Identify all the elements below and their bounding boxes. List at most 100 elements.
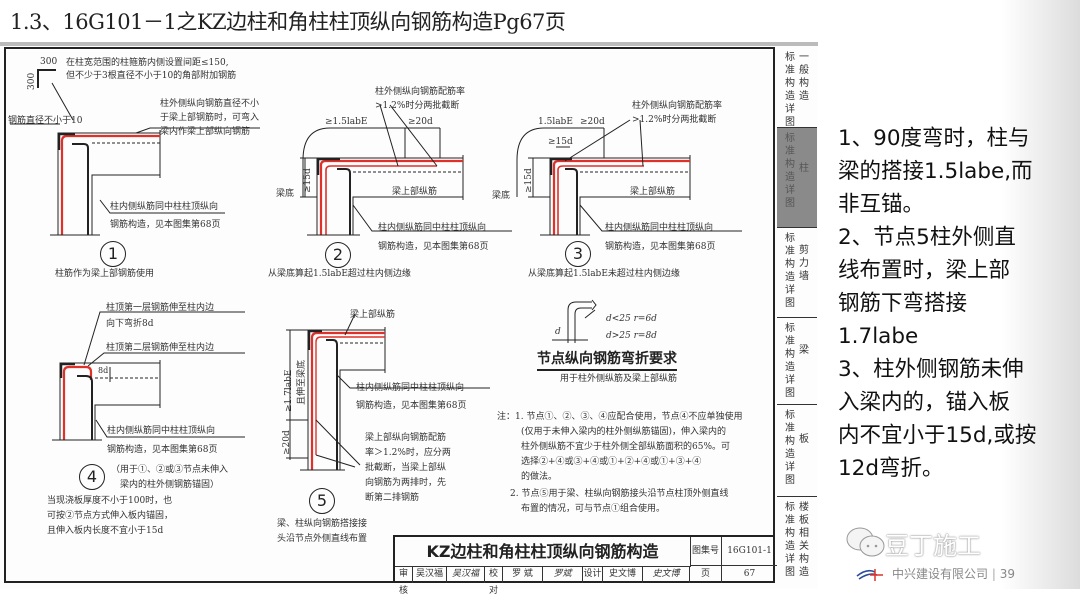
tab-label: 标准构造详图: [785, 133, 795, 209]
designer-signature: 史文博: [643, 566, 690, 583]
note-line: 选择②+④或③+④或①+②+④或①+③+④: [521, 457, 702, 467]
reviewer: 吴汉福: [413, 566, 447, 583]
node5-ratio-4: 向钢筋为两排时，先: [365, 478, 447, 488]
node5-ratio-1: 梁上部纵向钢筋配筋: [365, 433, 447, 443]
node5-beam-top-bar: 梁上部纵筋: [350, 310, 396, 320]
bend-heading: 节点纵向钢筋弯折要求: [537, 348, 677, 371]
node2-number: 2: [325, 242, 351, 268]
tab-section: 一般构造: [799, 52, 809, 102]
node3-dim-c: ≥15d: [548, 137, 573, 147]
note-line: (仅用于未伸入梁内的柱外侧纵筋锚固)，伸入梁内的: [521, 427, 727, 437]
explanation-line: 1.7labe: [838, 324, 919, 349]
side-tab-general: 标准构造详图一般构造: [777, 47, 817, 128]
node4-use-2: 梁内的柱外侧钢筋锚固）: [120, 480, 220, 490]
tab-section: 梁: [799, 345, 809, 356]
design-label: 设计: [583, 566, 603, 583]
node3-inner-1: 柱内侧纵筋同中柱柱顶纵向: [605, 223, 714, 233]
node4-drawing: [52, 311, 245, 441]
tab-label: 标准构造详图: [785, 502, 795, 578]
drawing-title-block: KZ边柱和角柱柱顶纵向钢筋构造 图集号 16G101-1 审核 吴汉福 吴汉福 …: [393, 535, 777, 596]
tab-label: 标准构造详图: [785, 410, 795, 486]
node4-number: 4: [79, 464, 105, 490]
sheet-top-band: [0, 42, 818, 46]
side-tab-shearwall: 标准构造详图剪力墙: [777, 228, 817, 318]
node1-number: 1: [100, 241, 126, 267]
reviewer-signature: 吴汉福: [447, 566, 485, 583]
node5-ratio-5: 断第二排钢筋: [365, 493, 420, 503]
checker-signature: 罗斌: [543, 566, 583, 583]
explanation-text: 1、90度弯时，柱与 梁的搭接1.5labe,而 非互锚。 2、节点5柱外侧直 …: [838, 122, 1036, 485]
bend-d-label: d: [555, 327, 561, 337]
node1-outer-3: 梁内作梁上部纵向钢筋: [160, 127, 251, 137]
company-name: 中兴建设有限公司: [892, 567, 989, 581]
atlas-side-tabs: 标准构造详图一般构造 标准构造详图柱 标准构造详图剪力墙 标准构造详图梁 标准构…: [777, 47, 817, 583]
node4-use-1: （用于①、②或③节点未伸入: [111, 465, 229, 475]
watermark: 豆丁施工: [885, 532, 981, 560]
tab-label: 标准构造详图: [785, 52, 795, 128]
node5-drawing: [286, 313, 490, 471]
slide-title: 1.3、16G101－1之KZ边柱和角柱柱顶纵向钢筋构造Pg67页: [10, 10, 566, 34]
node1-drawing: [10, 69, 260, 236]
node2-beam-top-bar: 梁上部纵筋: [392, 187, 438, 197]
explanation-line: 钢筋下弯搭接: [838, 291, 968, 316]
slide-background-right: [818, 0, 1080, 589]
explanation-line: 入梁内的，锚入板: [838, 390, 1011, 415]
side-tab-beam: 标准构造详图梁: [777, 318, 817, 405]
node1-inner-2: 钢筋构造，见本图集第68页: [110, 220, 221, 230]
node4-inner-2: 钢筋构造，见本图集第68页: [107, 445, 218, 455]
node4-layer1-b: 向下弯折8d: [106, 319, 154, 329]
page-label: 页: [690, 566, 722, 583]
node5-inner-2: 钢筋构造，见本图集第68页: [356, 401, 467, 411]
node5-ratio-3: 批截断，当梁上部纵: [365, 463, 447, 473]
explanation-line: 2、节点5柱外侧直: [838, 225, 1016, 250]
tab-section: 板: [799, 434, 809, 445]
node3-inner-2: 钢筋构造，见本图集第68页: [605, 242, 716, 252]
company-logo-icon: [856, 569, 883, 581]
explanation-line: 梁的搭接1.5labe,而: [838, 159, 1033, 184]
node3-ratio-2: >1.2%时分两批截断: [632, 115, 717, 125]
node5-inner-1: 柱内侧纵筋同中柱柱顶纵向: [356, 383, 465, 393]
explanation-line: 1、90度弯时，柱与: [838, 126, 1030, 151]
explanation-line: 线布置时，梁上部: [838, 258, 1011, 283]
checker: 罗 斌: [503, 566, 543, 583]
node1-dim-v: 300: [27, 72, 37, 90]
note-line: 柱外侧纵筋不宜少于柱外侧全部纵筋面积的65%。可: [521, 442, 731, 452]
note-line: 注：1. 节点①、②、③、④应配合使用，节点④不应单独使用: [497, 412, 743, 422]
explanation-line: 非互锚。: [838, 192, 925, 217]
bend-rule-1: d<25 r=6d: [606, 314, 657, 324]
node1-outer-1: 柱外侧纵向钢筋直径不小: [160, 99, 260, 109]
node1-caption: 柱筋作为梁上部钢筋使用: [55, 269, 155, 279]
node3-beam-bottom: 梁底: [492, 191, 511, 201]
wechat-icon: [846, 527, 885, 557]
node4-inner-1: 柱内侧纵筋同中柱柱顶纵向: [107, 426, 216, 436]
atlas-label: 图集号: [690, 537, 722, 566]
tab-section: 柱: [799, 163, 809, 174]
drawing-title: KZ边柱和角柱柱顶纵向钢筋构造: [395, 537, 691, 567]
node5-dim-b: ≥20d: [282, 430, 292, 455]
note-line: 的做法。: [521, 472, 558, 482]
tab-section: 楼板相关构造: [799, 502, 809, 578]
node3-ratio-1: 柱外侧纵向钢筋配筋率: [632, 101, 723, 111]
side-tab-slab: 标准构造详图板: [777, 405, 817, 497]
node2-caption: 从梁底算起1.5labE超过柱内侧边缘: [268, 269, 411, 279]
explanation-line: 3、柱外侧钢筋未伸: [838, 357, 1024, 382]
bend-subheading: 用于柱外侧纵筋及梁上部纵筋: [560, 374, 678, 384]
node3-caption: 从梁底算起1.5labE未超过柱内侧边缘: [528, 269, 680, 279]
node2-ratio-1: 柱外侧纵向钢筋配筋率: [375, 87, 466, 97]
node5-ratio-2: 率＞1.2%时，应分两: [365, 448, 451, 458]
bend-rule-2: d>25 r=8d: [606, 331, 657, 341]
note-line: 布置的情况，可与节点①组合使用。: [521, 504, 666, 514]
node2-inner-1: 柱内侧纵筋同中柱柱顶纵向: [378, 223, 487, 233]
rebar-drawings: [10, 69, 742, 471]
node2-beam-bottom: 梁底: [276, 189, 295, 199]
node2-inner-2: 钢筋构造，见本图集第68页: [378, 242, 489, 252]
tab-section: 剪力墙: [799, 245, 809, 282]
node1-note-2: 但不少于3根直径不小于10的角部附加钢筋: [66, 71, 237, 81]
node5-dim-a: ≥1.7labE: [284, 369, 294, 412]
node3-dim-b: ≥20d: [580, 117, 605, 127]
atlas-number: 16G101-1: [722, 537, 777, 566]
node5-dim-a2: 且伸至梁底: [297, 359, 307, 405]
node4-layer2: 柱顶第二层钢筋伸至柱内边: [106, 343, 215, 353]
node3-number: 3: [565, 241, 591, 267]
node1-inner-1: 柱内侧纵筋同中柱柱顶纵向: [110, 202, 219, 212]
